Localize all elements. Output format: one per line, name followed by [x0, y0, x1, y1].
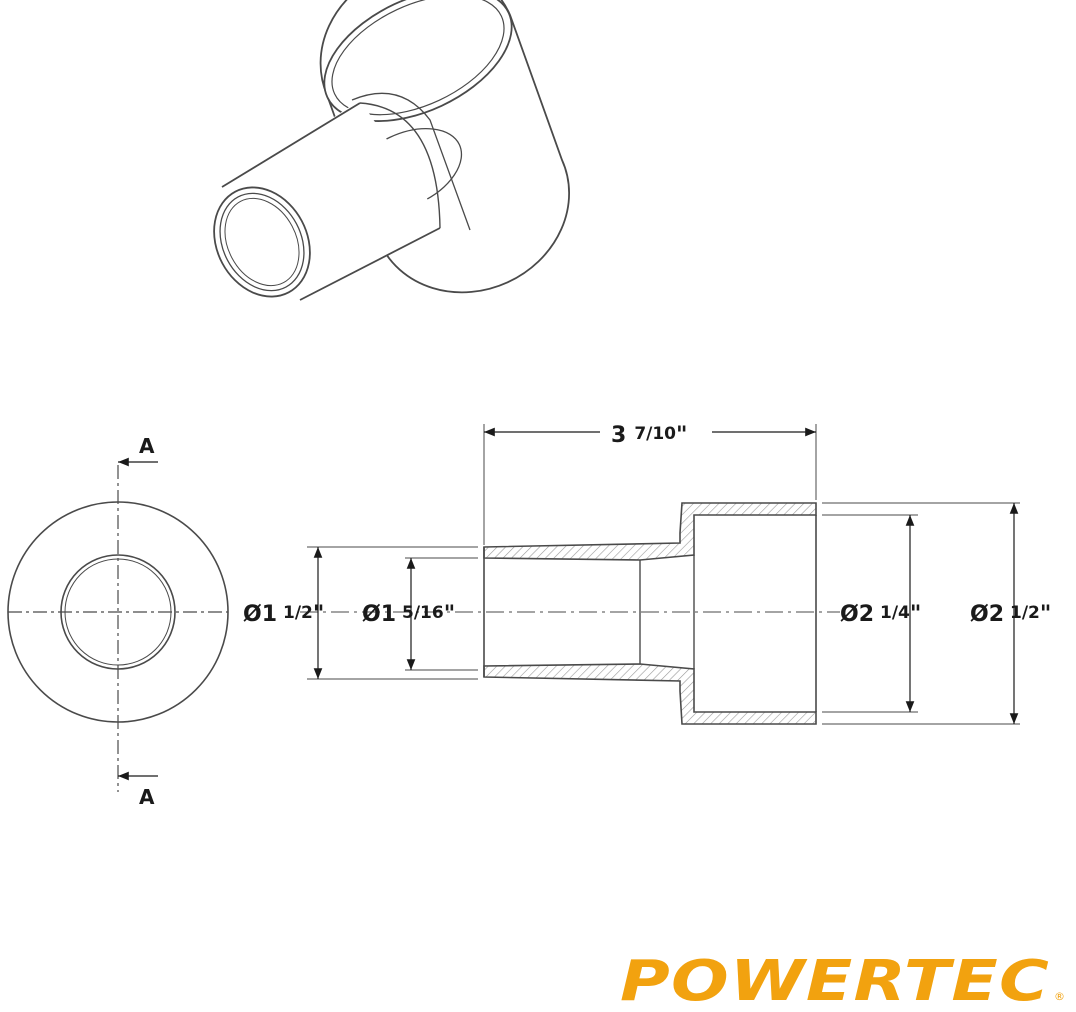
- dimension-large-inner-dia: Ø2 1/4": [840, 602, 921, 627]
- brand-registered-mark: ®: [1054, 990, 1065, 1003]
- dim-large-outer-frac: 1/2: [1010, 603, 1040, 623]
- dim-length-unit: ": [676, 423, 687, 448]
- dimension-small-inner-dia: Ø1 5/16": [362, 602, 455, 627]
- brand-logo: POWERTEC ®: [620, 949, 1065, 1012]
- dim-large-outer-unit: ": [1040, 602, 1051, 627]
- dimension-length: 3 7/10": [611, 423, 687, 448]
- isometric-view: [213, 0, 570, 301]
- dim-large-inner-frac: 1/4: [880, 603, 910, 623]
- brand-name: POWERTEC: [620, 949, 1050, 1012]
- svg-text:Ø15/16": Ø1 5/16": [362, 602, 455, 627]
- dim-small-outer-sym: Ø1: [243, 602, 277, 627]
- svg-text:Ø21/2": Ø2 1/2": [970, 602, 1051, 627]
- dim-large-inner-unit: ": [910, 602, 921, 627]
- dim-small-inner-unit: ": [444, 602, 455, 627]
- section-label-top: A: [139, 434, 155, 458]
- dim-length-whole: 3: [611, 423, 626, 448]
- svg-text:Ø11/2": Ø1 1/2": [243, 602, 324, 627]
- svg-text:37/10": 3 7/10": [611, 423, 687, 448]
- dimension-small-outer-dia: Ø1 1/2": [243, 602, 324, 627]
- svg-text:Ø21/4": Ø2 1/4": [840, 602, 921, 627]
- dim-small-inner-frac: 5/16: [402, 603, 444, 623]
- section-view: [300, 424, 1020, 725]
- dimension-large-outer-dia: Ø2 1/2": [970, 602, 1051, 627]
- dim-length-frac: 7/10: [634, 424, 676, 444]
- dim-small-outer-unit: ": [313, 602, 324, 627]
- dim-large-inner-sym: Ø2: [840, 602, 874, 627]
- dim-large-outer-sym: Ø2: [970, 602, 1004, 627]
- section-label-bottom: A: [139, 785, 155, 809]
- end-view: A A: [7, 434, 229, 809]
- dim-small-inner-sym: Ø1: [362, 602, 396, 627]
- dim-small-outer-frac: 1/2: [283, 603, 313, 623]
